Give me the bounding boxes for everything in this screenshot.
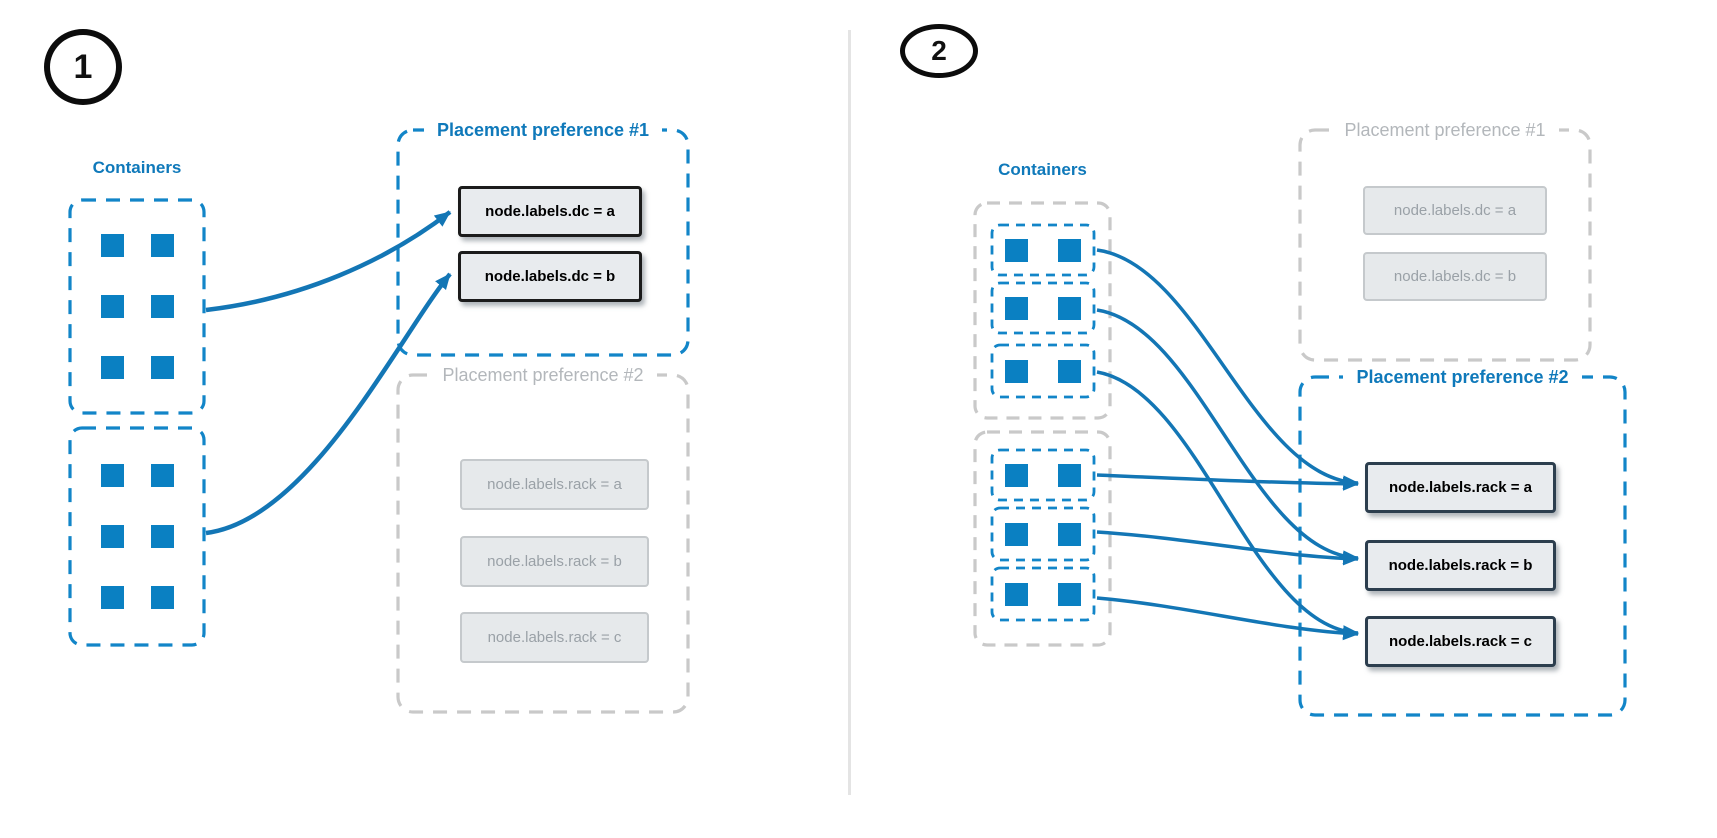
- task-box-outline: [990, 448, 1096, 502]
- container-icon: [1005, 238, 1028, 262]
- container-group-outline: [68, 426, 206, 647]
- container-icon: [150, 525, 174, 548]
- container-icon: [150, 234, 174, 257]
- node-label-box: node.labels.dc = a: [1363, 186, 1547, 235]
- container-icon: [100, 586, 124, 609]
- flow-arrow-task2-rack-b: [1096, 308, 1359, 565]
- container-icon: [1058, 359, 1081, 383]
- container-icon: [100, 295, 124, 318]
- flow-arrow-task5-rack-b: [1096, 530, 1359, 566]
- flow-arrow-group2-dc-b: [205, 272, 452, 536]
- task-box: [992, 568, 1094, 620]
- container-icon: [150, 295, 174, 318]
- container-icon: [1005, 359, 1028, 383]
- container-icon: [1058, 582, 1081, 606]
- container-group-outline-inactive: [973, 201, 1112, 420]
- task-box-outline: [990, 506, 1096, 562]
- container-icon: [1058, 238, 1081, 262]
- container-icon: [150, 356, 174, 379]
- container-icon: [100, 525, 124, 548]
- step-badge-2: 2: [900, 24, 978, 78]
- node-label-box: node.labels.dc = b: [1363, 252, 1547, 301]
- container-icon: [100, 234, 124, 257]
- container-icon: [150, 464, 174, 487]
- container-group-outline-inactive: [973, 430, 1112, 647]
- task-box-outline: [990, 343, 1096, 399]
- containers-label-panel2: Containers: [998, 160, 1087, 179]
- flow-arrow-task1-rack-a: [1096, 248, 1359, 490]
- container-icon: [1058, 463, 1081, 487]
- node-label-box: node.labels.rack = b: [1365, 540, 1556, 591]
- flow-arrow-task4-rack-a: [1096, 473, 1359, 491]
- container-icon: [100, 464, 124, 487]
- container-icon: [1005, 296, 1028, 320]
- step-badge-1: 1: [44, 29, 122, 105]
- container-icon: [1058, 296, 1081, 320]
- container-icon: [100, 356, 124, 379]
- node-label-box: node.labels.dc = a: [458, 186, 642, 237]
- node-label-box: node.labels.rack = b: [460, 536, 649, 587]
- task-box: [992, 283, 1094, 333]
- container-icon: [150, 586, 174, 609]
- container-icon: [1005, 582, 1028, 606]
- task-box-outline: [990, 281, 1096, 335]
- node-label-box: node.labels.rack = a: [1365, 462, 1556, 513]
- step-number: 1: [73, 47, 93, 86]
- task-box: [992, 508, 1094, 560]
- container-group-1: [70, 200, 204, 413]
- container-icon: [1005, 463, 1028, 487]
- task-box: [992, 225, 1094, 275]
- task-box: [992, 450, 1094, 500]
- flow-arrow-task3-rack-c: [1096, 370, 1359, 640]
- task-box-outline: [990, 223, 1096, 277]
- node-label-box: node.labels.rack = a: [460, 459, 649, 510]
- preference-box-outline-inactive: [1298, 128, 1592, 362]
- flow-arrow-task6-rack-c: [1096, 596, 1359, 641]
- containers-label-panel1: Containers: [92, 158, 182, 177]
- container-group-outline: [68, 198, 206, 415]
- node-label-box: node.labels.rack = c: [460, 612, 649, 663]
- container-group-2: [70, 428, 204, 645]
- node-label-box: node.labels.dc = b: [458, 251, 642, 302]
- node-label-box: node.labels.rack = c: [1365, 616, 1556, 667]
- task-box-outline: [990, 566, 1096, 622]
- panel-divider: [848, 30, 851, 795]
- flow-arrow-group1-dc-a: [205, 210, 452, 313]
- step-number: 2: [931, 35, 947, 66]
- container-icon: [1005, 522, 1028, 546]
- preference-box-outline-active: [396, 128, 690, 357]
- task-box: [992, 345, 1094, 397]
- container-icon: [1058, 522, 1081, 546]
